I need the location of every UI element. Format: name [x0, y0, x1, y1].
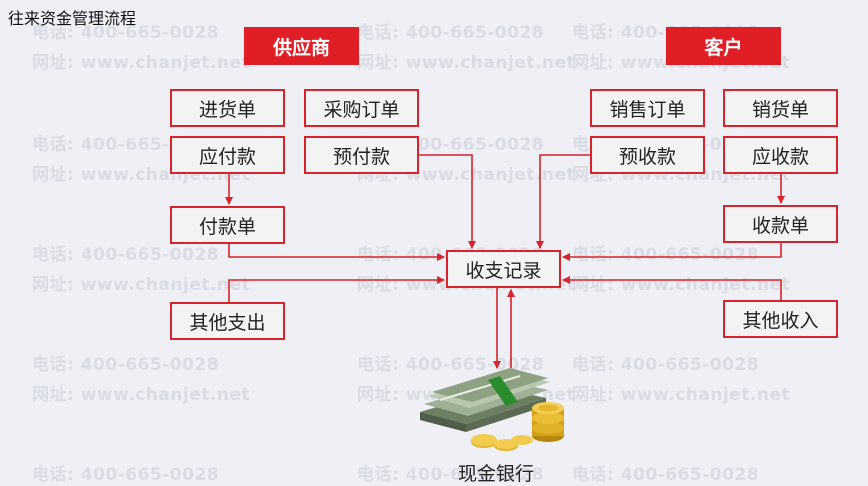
watermark-phone: 电话: 400-665-0028: [357, 23, 545, 43]
page-title: 往来资金管理流程: [8, 9, 137, 28]
arrow-expense-to-ledger: [228, 276, 445, 302]
watermark-phone: 电话: 400-665-0028: [357, 465, 545, 485]
watermark-site: 网址: www.chanjet.net: [572, 385, 791, 405]
arrow-income-to-ledger: [562, 276, 782, 300]
watermark-phone: 电话: 400-665-0028: [32, 465, 220, 485]
purchase-receipt-box: 进货单: [170, 89, 285, 127]
other-expense-box: 其他支出: [170, 302, 285, 340]
payment-voucher-box: 付款单: [170, 206, 285, 244]
prepayment-box: 预付款: [304, 136, 419, 174]
watermark-phone: 电话: 400-665-0028: [32, 23, 220, 43]
other-income-box: 其他收入: [723, 300, 838, 338]
watermark-phone: 电话: 400-665-0028: [32, 355, 220, 375]
receivable-box: 应收款: [723, 136, 838, 174]
ledger-box: 收支记录: [446, 250, 561, 288]
purchase-order-box: 采购订单: [304, 89, 419, 127]
cash-money-icon: [420, 368, 564, 451]
arrow-payment-to-ledger: [228, 244, 445, 261]
sales-invoice-box: 销货单: [723, 89, 838, 127]
watermark-site: 网址: www.chanjet.net: [32, 275, 251, 295]
watermark-site: 网址: www.chanjet.net: [32, 385, 251, 405]
payable-box: 应付款: [170, 136, 285, 174]
watermark-phone: 电话: 400-665-0028: [32, 245, 220, 265]
customer-header: 客户: [666, 27, 781, 65]
receipt-voucher-box: 收款单: [723, 205, 838, 243]
watermark-site: 网址: www.chanjet.net: [357, 53, 576, 73]
watermark-phone: 电话: 400-665-0028: [572, 355, 760, 375]
watermark-phone: 电话: 400-665-0028: [572, 465, 760, 485]
watermark-site: 网址: www.chanjet.net: [32, 53, 251, 73]
advance-receipt-box: 预收款: [590, 136, 705, 174]
supplier-header: 供应商: [244, 27, 359, 65]
cash-bank-label: 现金银行: [458, 463, 535, 485]
arrow-prepayment-to-ledger: [419, 154, 476, 249]
arrow-receipt-to-ledger: [562, 243, 782, 261]
sales-order-box: 销售订单: [590, 89, 705, 127]
watermark-phone: 电话: 400-665-0028: [572, 245, 760, 265]
arrow-advance-to-ledger: [536, 154, 590, 249]
